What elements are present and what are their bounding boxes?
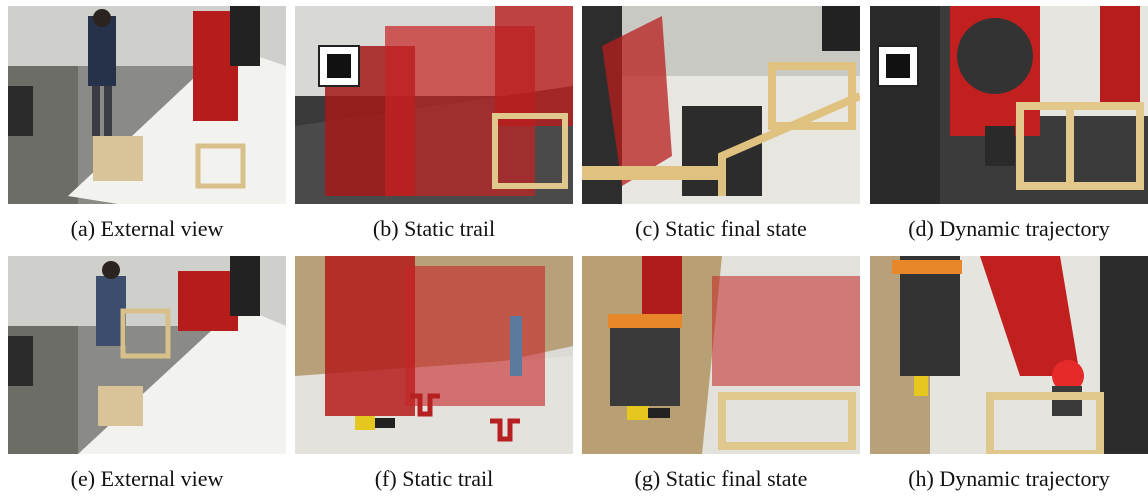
panel-e: (e) External view: [8, 256, 286, 491]
static-trail-photo: [295, 6, 573, 204]
panel-g: (g) Static final state: [582, 256, 860, 491]
external-view-photo: [8, 6, 286, 204]
caption-d: (d) Dynamic trajectory: [908, 216, 1110, 241]
caption-c: (c) Static final state: [635, 216, 807, 241]
static-final-state-photo: [582, 6, 860, 204]
caption-a: (a) External view: [70, 216, 224, 241]
caption-f: (f) Static trail: [374, 466, 494, 491]
external-view-photo: [8, 256, 286, 454]
panel-d: (d) Dynamic trajectory: [870, 6, 1148, 241]
static-final-state-photo: [582, 256, 860, 454]
panel-c: (c) Static final state: [582, 6, 860, 241]
caption-b: (b) Static trail: [372, 216, 496, 241]
dynamic-trajectory-photo: [870, 256, 1148, 454]
panel-h: (h) Dynamic trajectory: [870, 256, 1148, 491]
panel-b: (b) Static trail: [295, 6, 573, 241]
panel-f: (f) Static trail: [295, 256, 573, 491]
caption-h: (h) Dynamic trajectory: [908, 466, 1110, 491]
dynamic-trajectory-photo: [870, 6, 1148, 204]
panel-a: (a) External view: [8, 6, 286, 241]
static-trail-photo: [295, 256, 573, 454]
caption-g: (g) Static final state: [634, 466, 808, 491]
caption-e: (e) External view: [70, 466, 224, 491]
